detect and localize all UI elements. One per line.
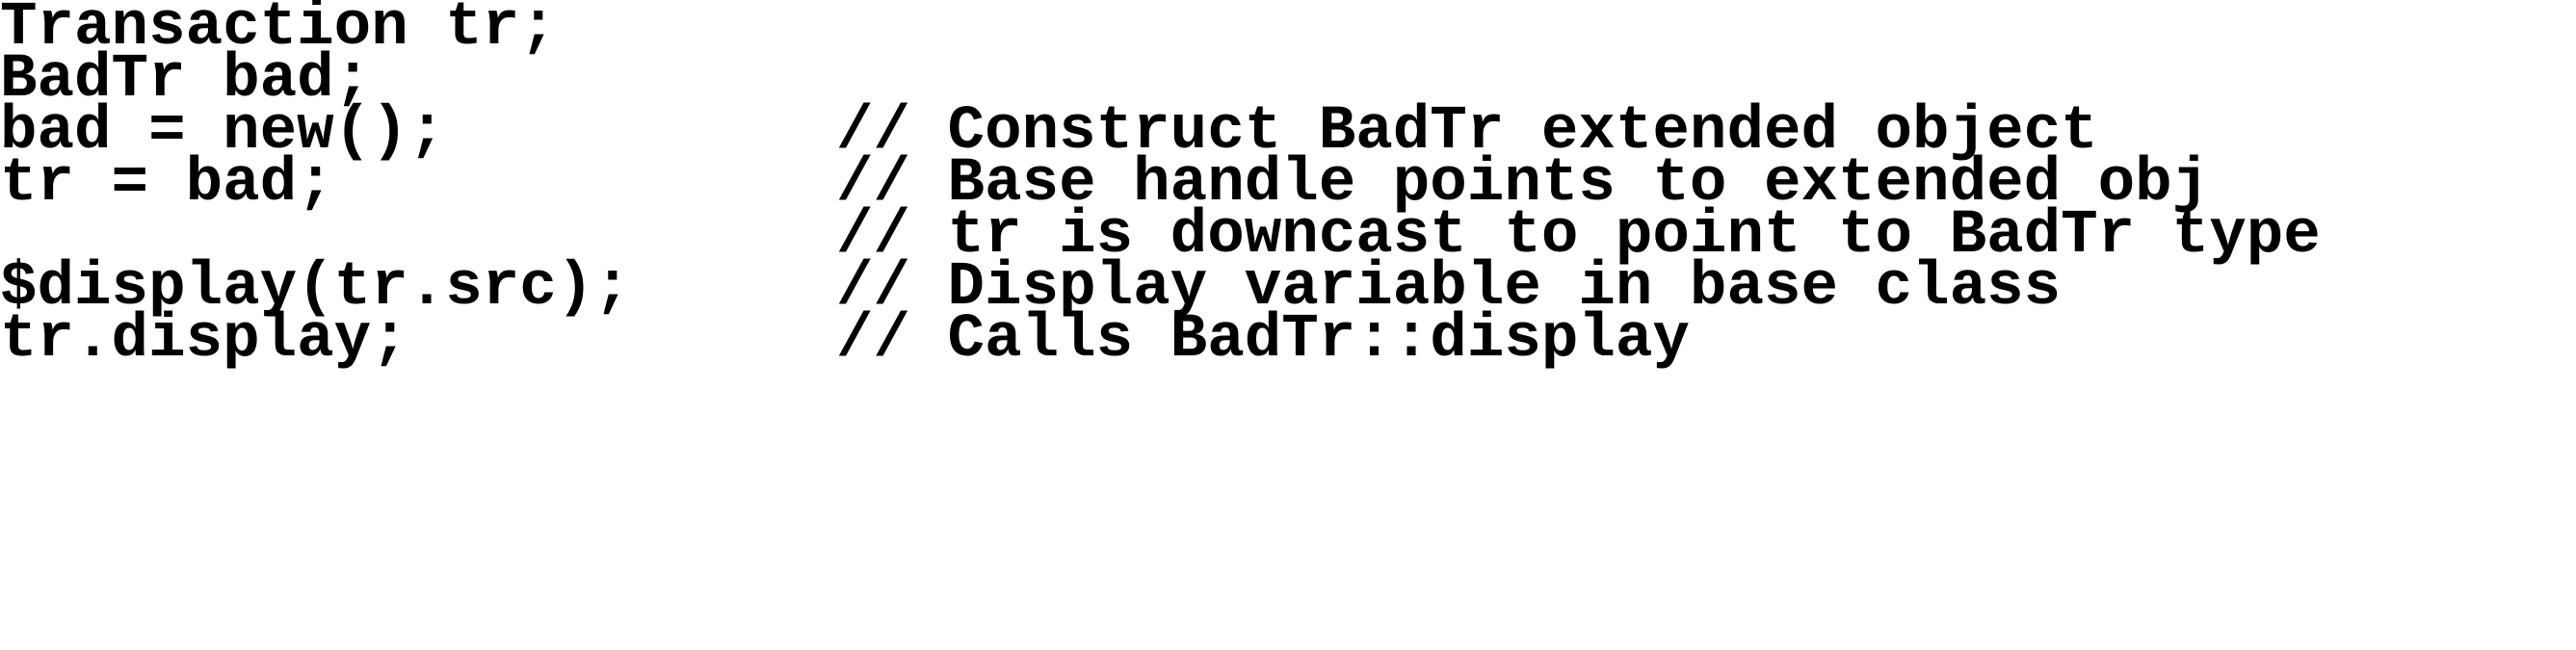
code-text: tr = bad;	[0, 149, 334, 219]
code-line: // tr is downcast to point to BadTr type	[0, 192, 2576, 280]
code-line: Transaction tr;	[0, 0, 2576, 72]
code-line: bad = new(); // Construct BadTr extended…	[0, 88, 2576, 176]
code-text: tr.display;	[0, 305, 408, 375]
code-text: BadTr bad;	[0, 45, 372, 115]
code-text: bad = new();	[0, 97, 446, 167]
code-line: tr = bad; // Base handle points to exten…	[0, 140, 2576, 228]
code-comment: // tr is downcast to point to BadTr type	[836, 201, 2321, 271]
code-comment: // Calls BadTr::display	[836, 305, 1690, 375]
code-text: Transaction tr;	[0, 0, 557, 63]
code-line: tr.display; // Calls BadTr::display	[0, 296, 2576, 384]
code-comment: // Display variable in base class	[836, 253, 2062, 323]
code-comment: // Construct BadTr extended object	[836, 97, 2098, 167]
code-listing: Transaction tr; BadTr bad; bad = new(); …	[0, 0, 2576, 384]
code-comment: // Base handle points to extended obj	[836, 149, 2210, 219]
code-text: $display(tr.src);	[0, 253, 631, 323]
code-line: $display(tr.src); // Display variable in…	[0, 244, 2576, 332]
code-line: BadTr bad;	[0, 36, 2576, 124]
